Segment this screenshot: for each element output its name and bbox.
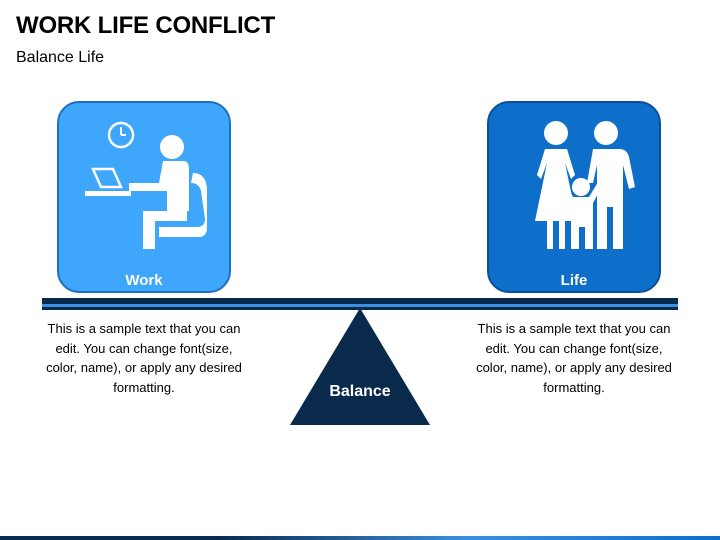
work-card[interactable]: Work [57,101,231,293]
balance-label: Balance [329,383,391,400]
work-description: This is a sample text that you can edit.… [46,321,242,395]
life-label: Life [560,272,588,289]
balance-beam [42,298,678,310]
life-card[interactable]: Life [487,101,661,293]
footer-accent-bar [0,536,720,540]
slide-subtitle: Balance Life [16,49,105,66]
slide-title: WORK LIFE CONFLICT [16,12,276,39]
work-label: Work [125,272,163,289]
person-at-desk-icon [85,121,207,249]
life-description: This is a sample text that you can edit.… [476,321,672,395]
family-icon [535,121,635,249]
fulcrum-triangle [290,308,430,425]
